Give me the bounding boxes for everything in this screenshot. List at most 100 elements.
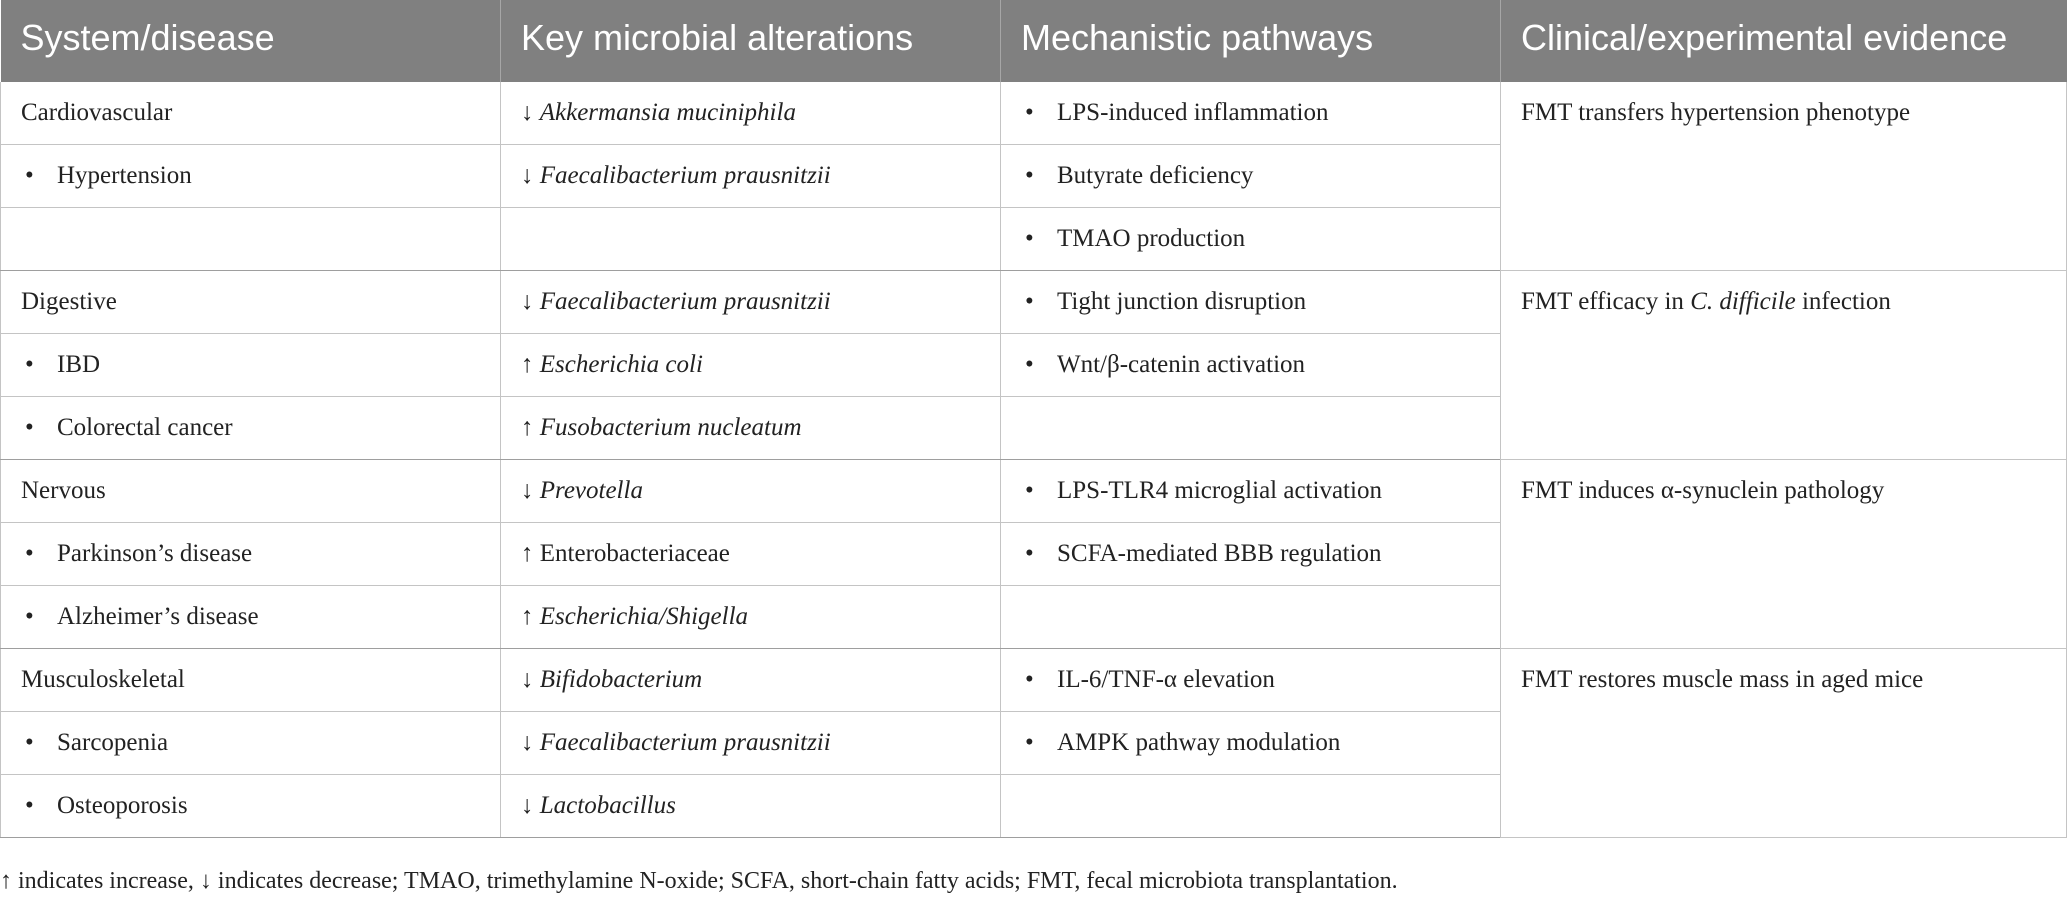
header-row: System/disease Key microbial alterations… [0, 0, 2067, 82]
empty-cell [500, 207, 1001, 271]
system-cell: Musculoskeletal [0, 648, 501, 712]
taxon-label: Enterobacteriaceae [539, 540, 730, 567]
table-row: • Osteoporosis ↓ Lactobacillus [0, 774, 2067, 838]
disease-label: Alzheimer’s disease [57, 603, 259, 630]
pathway-cell: • TMAO production [1000, 207, 1501, 271]
bullet-icon: • [1025, 666, 1034, 693]
disease-label: Colorectal cancer [57, 414, 233, 441]
table-row: • Colorectal cancer ↑ Fusobacterium nuclea… [0, 396, 2067, 460]
bullet-icon: • [25, 603, 34, 630]
empty-cell [1000, 396, 1501, 460]
table-row: Nervous↓ Prevotella•LPS-TLR4 microglial … [0, 459, 2067, 649]
empty-cell [1000, 774, 1501, 838]
header-alterations: Key microbial alterations [500, 0, 1001, 82]
table-row: • TMAO production [0, 207, 2067, 271]
evidence-text: FMT induces α-synuclein pathology [1521, 477, 1885, 504]
bullet-icon: • [1025, 225, 1034, 252]
pathway-cell: • Butyrate deficiency [1000, 144, 1501, 208]
table-footnote: ↑ indicates increase, ↓ indicates decrea… [0, 868, 1398, 894]
taxon-label: Escherichia coli [539, 351, 703, 378]
header-pathways: Mechanistic pathways [1000, 0, 1501, 82]
evidence-cell: FMT transfers hypertension phenotype [1500, 82, 2067, 271]
pathway-label: Butyrate deficiency [1057, 162, 1254, 189]
bullet-icon: • [1025, 540, 1034, 567]
evidence-cell: FMT efficacy in C. difficile infection [1500, 270, 2067, 460]
alteration-cell: ↓ Akkermansia muciniphila [500, 82, 1001, 145]
system-cell: Digestive [0, 270, 501, 334]
pathway-label: IL-6/TNF-α elevation [1057, 666, 1275, 693]
bullet-icon: • [25, 792, 34, 819]
bullet-icon: • [25, 540, 34, 567]
direction-arrow-icon: ↓ [521, 162, 534, 189]
pathway-cell: • LPS-induced inflammation [1000, 82, 1501, 145]
disease-label: IBD [57, 351, 101, 378]
pathway-label: Tight junction disruption [1057, 288, 1307, 315]
pathway-label: LPS-TLR4 microglial activation [1057, 477, 1382, 504]
bullet-icon: • [1025, 162, 1034, 189]
bullet-icon: • [1025, 729, 1034, 756]
disease-cell: • Sarcopenia [0, 711, 501, 775]
alteration-cell: ↑ Enterobacteriaceae [500, 522, 1001, 586]
pathway-cell: • SCFA-mediated BBB regulation [1000, 522, 1501, 586]
table-row: Musculoskeletal ↓ Bifidobacterium • IL-6/TN… [0, 648, 2067, 838]
pathway-label: SCFA-mediated BBB regulation [1057, 540, 1382, 567]
alteration-cell: ↓ Faecalibacterium prausnitzii [500, 711, 1001, 775]
bullet-icon: • [1025, 99, 1034, 126]
table-row: • Sarcopenia ↓ Faecalibacterium prausnitzi… [0, 711, 2067, 775]
pathway-cell: • Tight junction disruption [1000, 270, 1501, 334]
pathway-cell: • Wnt/β-catenin activation [1000, 333, 1501, 397]
taxon-label: Escherichia/Shigella [539, 603, 749, 630]
taxon-label: Prevotella [539, 477, 643, 504]
bullet-icon: • [25, 729, 34, 756]
direction-arrow-icon: ↓ [521, 792, 534, 819]
direction-arrow-icon: ↑ [521, 603, 534, 630]
header-evidence: Clinical/experimental evidence [1500, 0, 2067, 82]
pathway-label: TMAO production [1057, 225, 1246, 252]
system-cell: Nervous [0, 459, 501, 523]
bullet-icon: • [25, 351, 34, 378]
direction-arrow-icon: ↓ [521, 99, 534, 126]
evidence-text: FMT restores muscle mass in aged mice [1521, 666, 1924, 693]
header-system: System/disease [0, 0, 501, 82]
microbiome-table: System/disease Key microbial alterations… [0, 0, 2067, 838]
bullet-icon: • [1025, 351, 1034, 378]
direction-arrow-icon: ↓ [521, 666, 534, 693]
pathway-label: Wnt/β-catenin activation [1057, 351, 1306, 378]
disease-cell: • IBD [0, 333, 501, 397]
disease-cell: •Hypertension [0, 144, 501, 208]
alteration-cell: ↓ Faecalibacterium prausnitzii [500, 270, 1001, 334]
direction-arrow-icon: ↑ [521, 414, 534, 441]
system-cell: Cardiovascular [0, 82, 501, 145]
bullet-icon: • [1025, 288, 1034, 315]
disease-label: Osteoporosis [57, 792, 188, 819]
evidence-italic-text: C. difficile [1690, 288, 1796, 315]
alteration-cell: ↑ Fusobacterium nucleatum [500, 396, 1001, 460]
alteration-cell: ↑ Escherichia coli [500, 333, 1001, 397]
taxon-label: Fusobacterium nucleatum [539, 414, 802, 441]
alteration-cell: ↓ Lactobacillus [500, 774, 1001, 838]
disease-cell: • Parkinson’s disease [0, 522, 501, 586]
table-row: Digestive↓ Faecalibacterium prausnitzii•… [0, 270, 2067, 460]
taxon-label: Bifidobacterium [539, 666, 703, 693]
direction-arrow-icon: ↑ [521, 351, 534, 378]
alteration-cell: ↑ Escherichia/Shigella [500, 585, 1001, 649]
taxon-label: Lactobacillus [539, 792, 676, 819]
disease-cell: • Colorectal cancer [0, 396, 501, 460]
pathway-cell: • LPS-TLR4 microglial activation [1000, 459, 1501, 523]
direction-arrow-icon: ↑ [521, 540, 534, 567]
table-row: • Parkinson’s disease ↑ Enterobacteriaceae… [0, 522, 2067, 586]
pathway-cell: • IL-6/TNF-α elevation [1000, 648, 1501, 712]
empty-cell [0, 207, 501, 271]
taxon-label: Faecalibacterium prausnitzii [539, 729, 831, 756]
disease-label: Parkinson’s disease [57, 540, 253, 567]
pathway-label: AMPK pathway modulation [1057, 729, 1341, 756]
alteration-cell: ↓ Faecalibacterium prausnitzii [500, 144, 1001, 208]
disease-label: Sarcopenia [57, 729, 169, 756]
pathway-label: LPS-induced inflammation [1057, 99, 1329, 126]
bullet-icon: • [1025, 477, 1034, 504]
taxon-label: Faecalibacterium prausnitzii [539, 162, 831, 189]
evidence-cell: FMT restores muscle mass in aged mice [1500, 648, 2067, 838]
taxon-label: Akkermansia muciniphila [539, 99, 796, 126]
bullet-icon: • [25, 414, 34, 441]
taxon-label: Faecalibacterium prausnitzii [539, 288, 831, 315]
